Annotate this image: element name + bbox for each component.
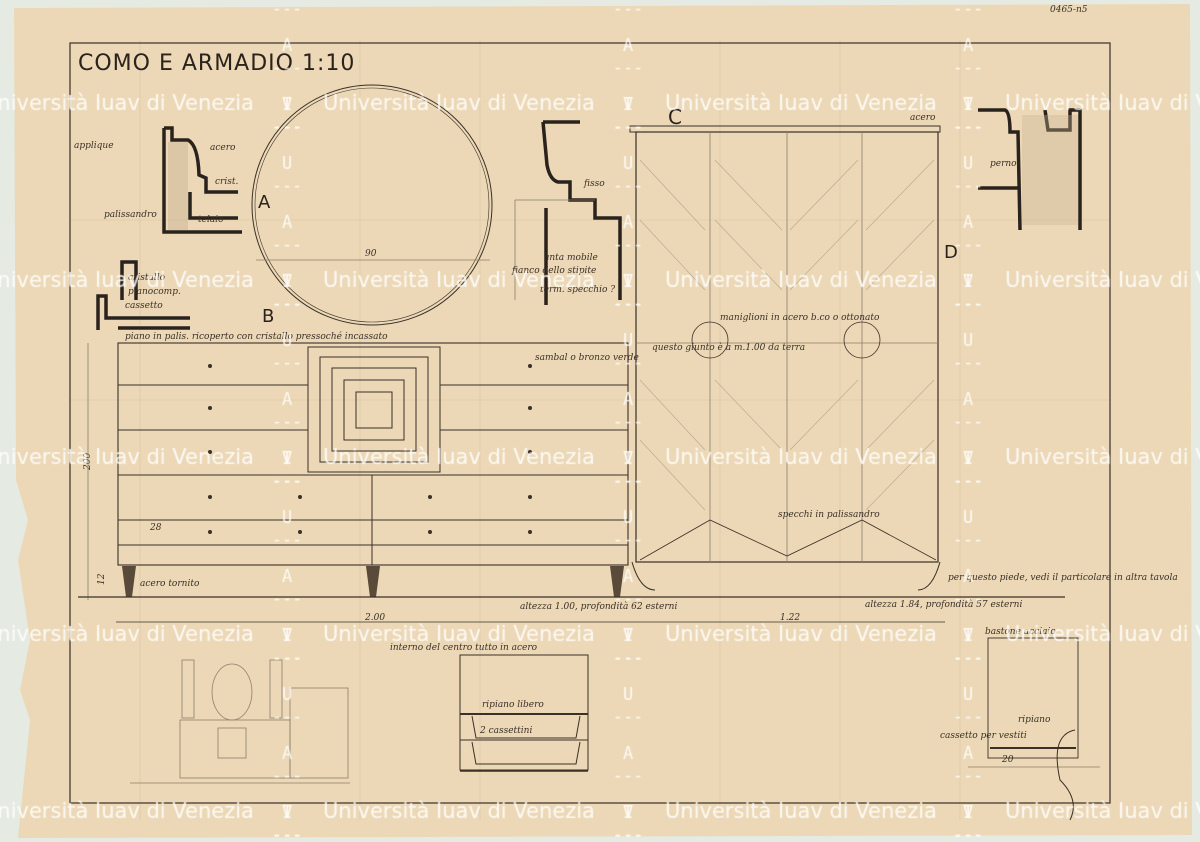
label-cassetto-vestiti: cassetto per vestiti [940, 731, 1027, 741]
label-ripiano-libero: ripiano libero [482, 700, 544, 710]
label-cristallo: cristallo [128, 273, 166, 283]
label-acero: acero [210, 143, 236, 153]
marker-d: D [944, 242, 958, 263]
label-telaio: telaio [198, 215, 224, 225]
label-dim-122: 1.22 [780, 613, 800, 623]
drawing-scale: 1:10 [302, 51, 355, 76]
label-altezza-como: altezza 1.00, profondità 62 esterni [520, 601, 677, 612]
label-cassetto: cassetto [125, 301, 163, 311]
label-dim-200: 2.00 [364, 613, 385, 623]
label-crist: crist. [215, 177, 238, 187]
label-anta-mobile: anta mobile [544, 253, 598, 263]
label-perno: perno [990, 159, 1017, 169]
label-altezza-armadio: altezza 1.84, profondità 57 esterni [865, 599, 1022, 610]
label-maniglioni: maniglioni in acero b.co o ottonato [720, 313, 880, 323]
label-mirror-dim: 90 [365, 249, 377, 259]
drawing-title: COMO E ARMADIO [78, 51, 294, 76]
label-acero-top: acero [910, 113, 936, 123]
marker-b: B [262, 306, 274, 327]
label-interno-note: interno del centro tutto in acero [390, 643, 538, 653]
label-dim-28: 28 [149, 523, 162, 533]
label-questo-giunto: questo giunto è a m.1.00 da terra [652, 342, 805, 353]
label-piede-note: per questo piede, vedi il particolare in… [948, 573, 1178, 583]
marker-c: C [668, 105, 682, 129]
label-cassettini: 2 cassettini [479, 726, 532, 736]
label-term-specchio: term. specchio ? [540, 285, 615, 295]
label-fianco-stipite: fianco dello stipite [511, 266, 596, 276]
label-specchi: specchi in palissandro [778, 510, 880, 520]
label-ripiano: ripiano [1018, 715, 1051, 725]
label-applique: applique [74, 141, 114, 151]
marker-a: A [258, 192, 271, 213]
label-fisso: fisso [583, 179, 605, 189]
label-piano-note: piano in palis. ricoperto con cristallo … [125, 331, 388, 342]
label-dim-20: 20 [1001, 755, 1014, 765]
label-pianocomp: pianocomp. [128, 287, 181, 297]
label-bronzo: sambal o bronzo verde [535, 353, 639, 363]
label-acero-tornito: acero tornito [140, 579, 200, 589]
label-dim-12: 12 [97, 573, 107, 585]
label-bastone: bastone acciaio [985, 627, 1056, 637]
paper-sheet [14, 4, 1192, 838]
label-palissandro: palissandro [104, 210, 157, 220]
archive-number: 0465-n5 [1050, 5, 1088, 15]
